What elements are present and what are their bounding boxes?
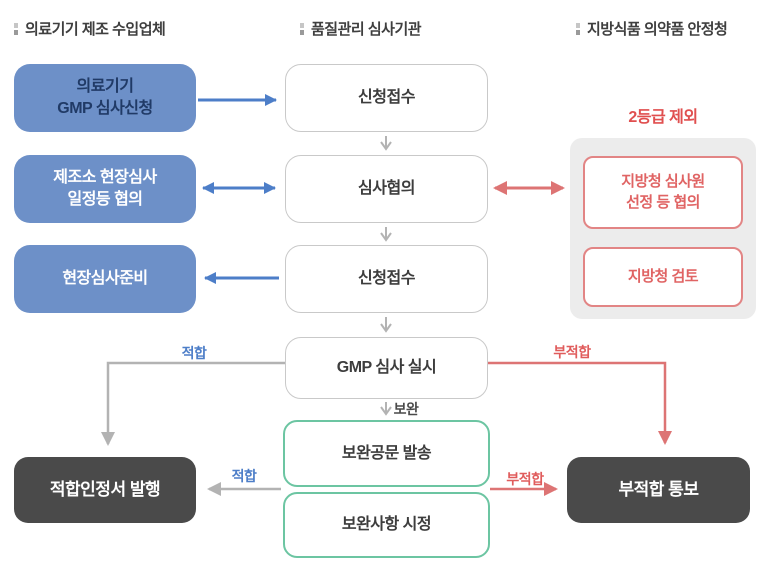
box-site-audit-prep: 현장심사준비	[14, 245, 196, 313]
label-fail-bottom: 부적합	[506, 471, 544, 487]
path-pass-to-certificate	[101, 361, 285, 446]
box-supplement-correction: 보완사항 시정	[283, 492, 490, 558]
header-manufacturer-label: 의료기기 제조 수입업체	[25, 21, 166, 38]
label-pass-top: 적합	[181, 345, 207, 361]
box-gmp-review-execution: GMP 심사 실시	[285, 337, 488, 399]
header-regional-office-label: 지방식품 의약품 안정청	[587, 21, 728, 38]
box-certificate-issuance: 적합인정서 발행	[14, 457, 196, 523]
box-regional-reviewer-selection: 지방청 심사원 선정 등 협의	[583, 156, 743, 229]
header-review-agency-label: 품질관리 심사기관	[311, 21, 422, 38]
header-bullet-icon	[14, 22, 18, 35]
box-gmp-application: 의료기기 GMP 심사신청	[14, 64, 196, 132]
header-manufacturer: 의료기기 제조 수입업체	[14, 18, 166, 39]
box-site-audit-schedule: 제조소 현장심사 일정등 협의	[14, 155, 196, 223]
header-bullet-icon	[576, 22, 580, 35]
box-supplement-letter: 보완공문 발송	[283, 420, 490, 487]
box-nonconformity-notice: 부적합 통보	[567, 457, 750, 523]
path-fail-to-notice	[488, 361, 672, 445]
header-review-agency: 품질관리 심사기관	[300, 18, 422, 39]
label-grade2-exempt: 2등급 제외	[628, 109, 698, 126]
label-fail-top: 부적합	[553, 344, 591, 360]
label-supplement: 보완	[393, 401, 419, 417]
box-review-consultation: 심사협의	[285, 155, 488, 223]
box-application-receipt-2: 신청접수	[285, 245, 488, 313]
label-pass-bottom: 적합	[231, 468, 257, 484]
box-application-receipt-1: 신청접수	[285, 64, 488, 132]
header-bullet-icon	[300, 22, 304, 35]
header-regional-office: 지방식품 의약품 안정청	[576, 18, 728, 39]
box-regional-review: 지방청 검토	[583, 247, 743, 307]
